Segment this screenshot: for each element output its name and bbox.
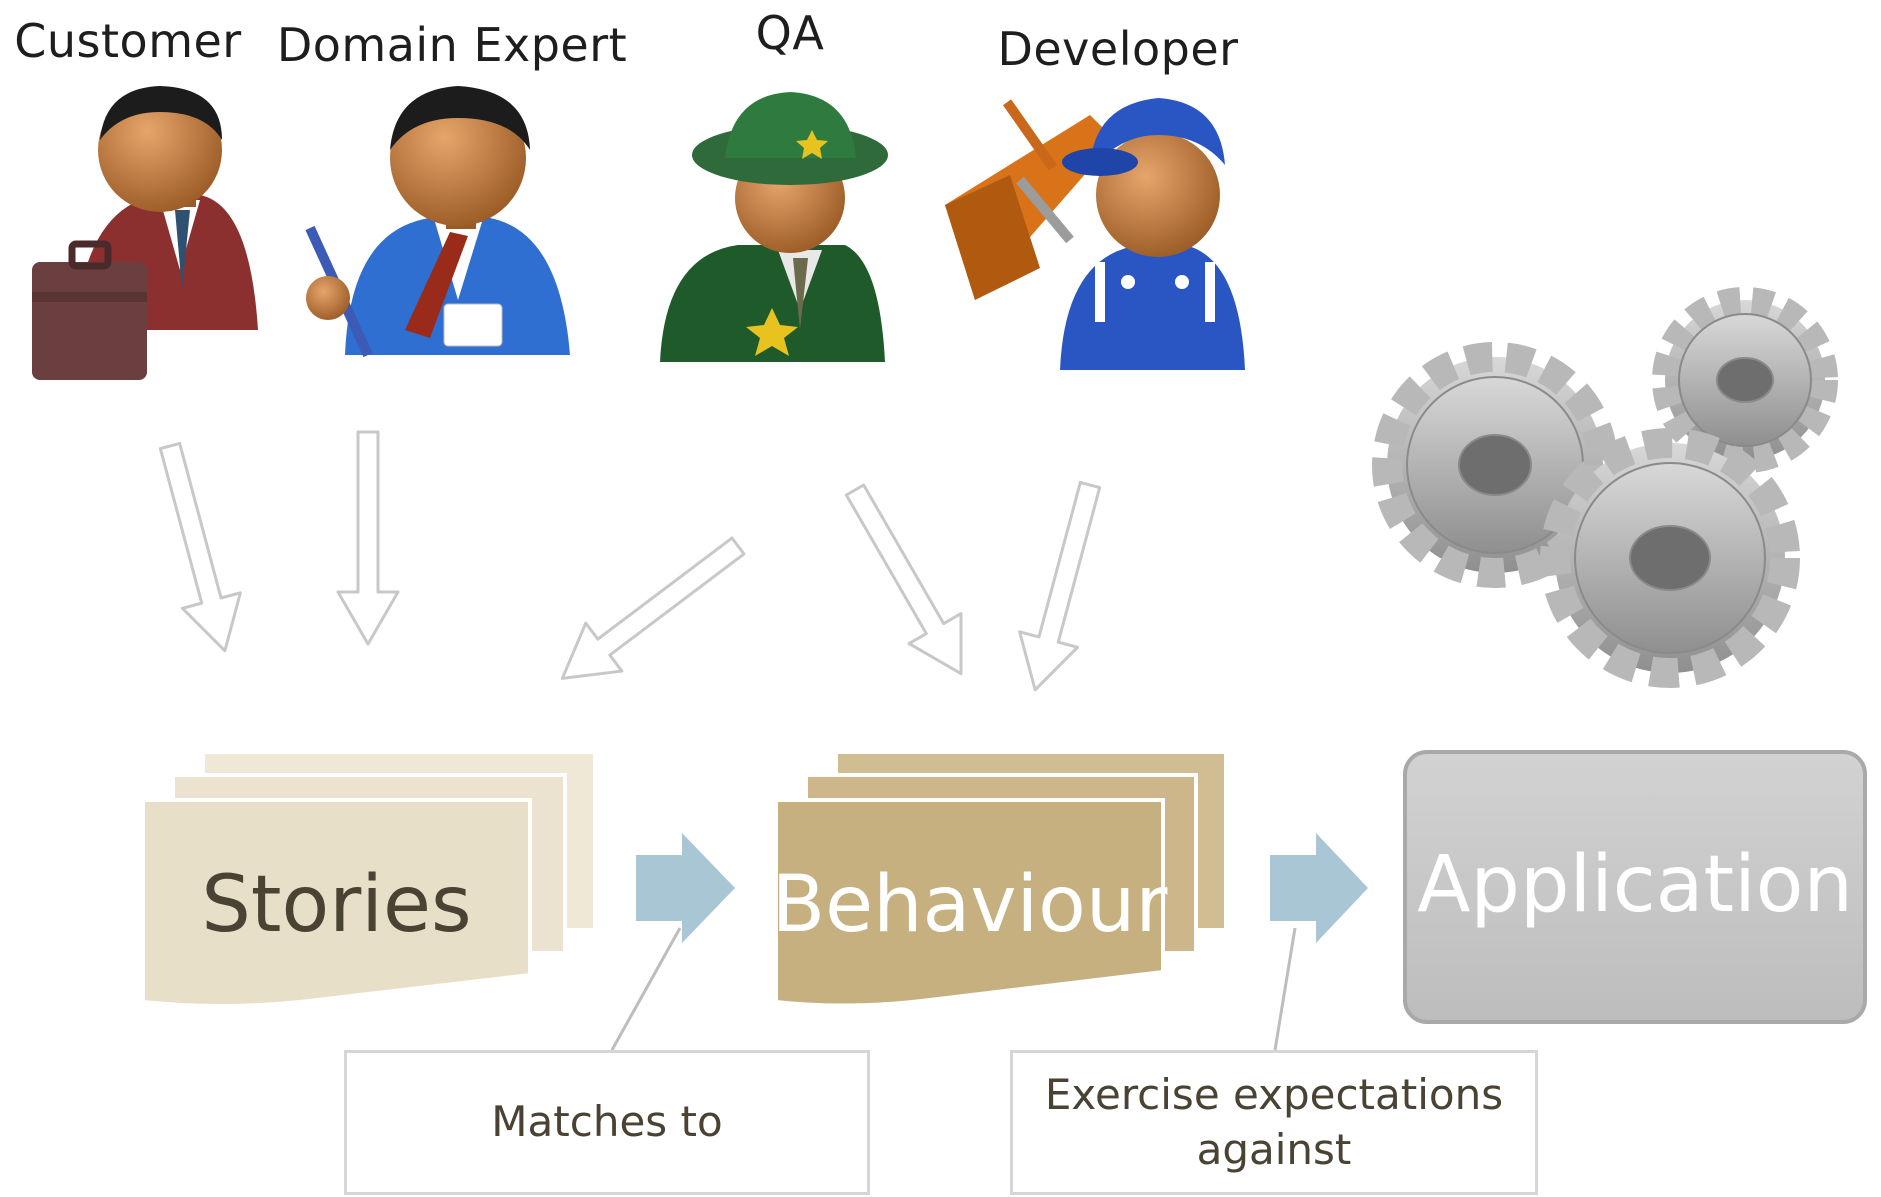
callout-exercise-line1: Exercise expectations bbox=[1044, 1069, 1504, 1119]
callout-matches-to: Matches to bbox=[344, 1050, 870, 1195]
arrow-qa-to-stories bbox=[560, 536, 746, 680]
callout-pointer-exercise bbox=[1273, 927, 1297, 1051]
arrow-domain-expert-to-stories bbox=[336, 430, 400, 646]
arrow-customer-to-stories bbox=[158, 441, 242, 653]
behaviour-document-stack bbox=[774, 750, 1228, 1008]
arrow-qa-to-behaviour bbox=[844, 483, 963, 676]
role-label-domain-expert: Domain Expert bbox=[276, 18, 628, 72]
callout-pointer-matches bbox=[610, 927, 682, 1051]
callout-matches-text: Matches to bbox=[491, 1097, 723, 1147]
businessman-briefcase-icon bbox=[32, 86, 258, 380]
role-label-developer: Developer bbox=[997, 22, 1239, 76]
flow-arrow-behaviour-to-application bbox=[1270, 833, 1368, 943]
stories-label: Stories bbox=[201, 860, 472, 950]
application-label: Application bbox=[1417, 840, 1853, 930]
stories-document-stack bbox=[141, 750, 597, 1008]
arrow-developer-to-behaviour bbox=[1018, 480, 1102, 692]
worker-toolbox-icon bbox=[945, 98, 1245, 370]
role-label-customer: Customer bbox=[14, 14, 242, 68]
businessman-pen-icon bbox=[305, 86, 570, 358]
application-box bbox=[1403, 750, 1867, 1024]
gears-icon bbox=[1372, 287, 1838, 688]
sheriff-icon bbox=[660, 92, 888, 362]
role-label-qa: QA bbox=[755, 6, 825, 60]
callout-exercise-expectations: Exercise expectations against bbox=[1010, 1050, 1538, 1195]
flow-arrow-stories-to-behaviour bbox=[636, 833, 735, 943]
callout-exercise-line2: against bbox=[1196, 1124, 1352, 1174]
behaviour-label: Behaviour bbox=[771, 860, 1168, 950]
